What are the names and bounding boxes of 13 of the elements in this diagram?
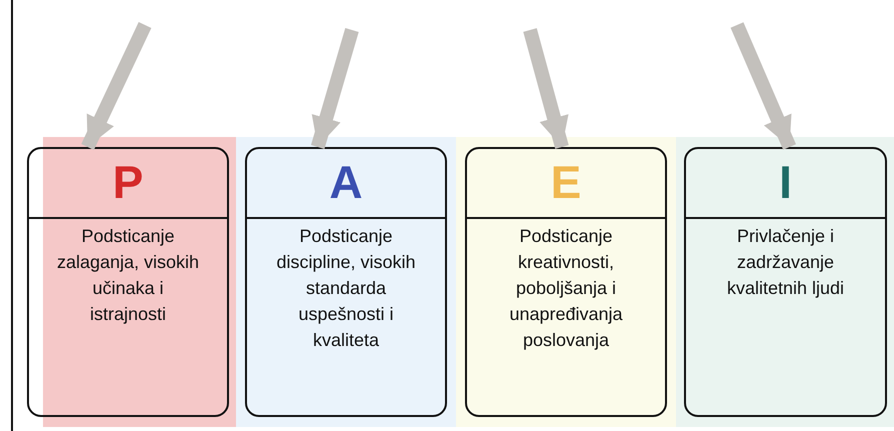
- card-description: Privlačenje i zadržavanje kvalitetnih ljudi: [726, 225, 846, 300]
- category-letter: P: [112, 155, 144, 209]
- arrow: [311, 28, 359, 149]
- category-letter: A: [329, 155, 363, 209]
- card-description: Podsticanje discipline, visokih standarda uspešnosti i kvaliteta: [275, 225, 417, 352]
- arrow: [523, 28, 569, 149]
- arrow: [730, 22, 796, 150]
- category-card: [27, 147, 229, 417]
- arrow: [81, 22, 152, 150]
- card-description: Podsticanje kreativnosti, poboljšanja i unapređivanja poslovanja: [508, 225, 624, 352]
- category-letter: I: [779, 155, 792, 209]
- card-description: Podsticanje zalaganja, visokih učinaka i istrajnosti: [56, 225, 200, 326]
- category-letter: E: [550, 155, 582, 209]
